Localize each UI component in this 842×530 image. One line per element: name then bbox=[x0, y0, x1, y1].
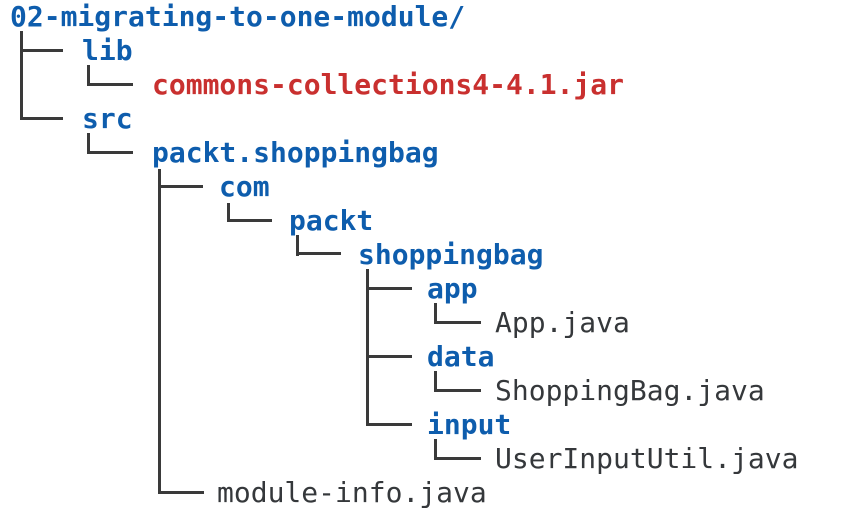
node-src-dir: src bbox=[82, 102, 133, 135]
connector-line bbox=[158, 491, 204, 494]
node-packt-shoppingbag-dir: packt.shoppingbag bbox=[152, 136, 439, 169]
connector-line bbox=[366, 423, 412, 426]
connector-line bbox=[87, 151, 133, 154]
connector-line bbox=[87, 65, 90, 86]
connector-line bbox=[296, 235, 299, 256]
node-root-dir: 02-migrating-to-one-module/ bbox=[10, 0, 466, 33]
connector-line bbox=[366, 355, 412, 358]
connector-line bbox=[366, 269, 369, 426]
node-com-dir: com bbox=[219, 170, 270, 203]
connector-line bbox=[158, 169, 161, 494]
node-input-dir: input bbox=[427, 408, 512, 441]
connector-line bbox=[158, 185, 203, 188]
connector-line bbox=[227, 219, 272, 222]
connector-line bbox=[20, 117, 63, 120]
connector-line bbox=[434, 457, 481, 460]
connector-line bbox=[227, 203, 230, 222]
connector-line bbox=[434, 303, 437, 324]
connector-line bbox=[434, 439, 437, 460]
node-shoppingbag-java-file: ShoppingBag.java bbox=[495, 374, 765, 407]
node-app-java-file: App.java bbox=[495, 306, 630, 339]
node-lib-dir: lib bbox=[82, 34, 133, 67]
connector-line bbox=[434, 371, 437, 392]
node-app-dir: app bbox=[427, 272, 478, 305]
connector-line bbox=[87, 133, 90, 154]
connector-line bbox=[296, 252, 341, 255]
connector-line bbox=[20, 49, 63, 52]
connector-line bbox=[434, 321, 481, 324]
connector-line bbox=[20, 31, 23, 120]
node-commons-collections-jar: commons-collections4-4.1.jar bbox=[152, 68, 625, 101]
node-module-info-java-file: module-info.java bbox=[217, 476, 487, 509]
node-shoppingbag-dir: shoppingbag bbox=[358, 238, 544, 271]
node-userinpututil-java-file: UserInputUtil.java bbox=[495, 442, 799, 475]
node-packt-dir: packt bbox=[289, 204, 374, 237]
node-data-dir: data bbox=[427, 340, 495, 373]
connector-line bbox=[87, 83, 133, 86]
connector-line bbox=[366, 287, 412, 290]
connector-line bbox=[434, 389, 481, 392]
